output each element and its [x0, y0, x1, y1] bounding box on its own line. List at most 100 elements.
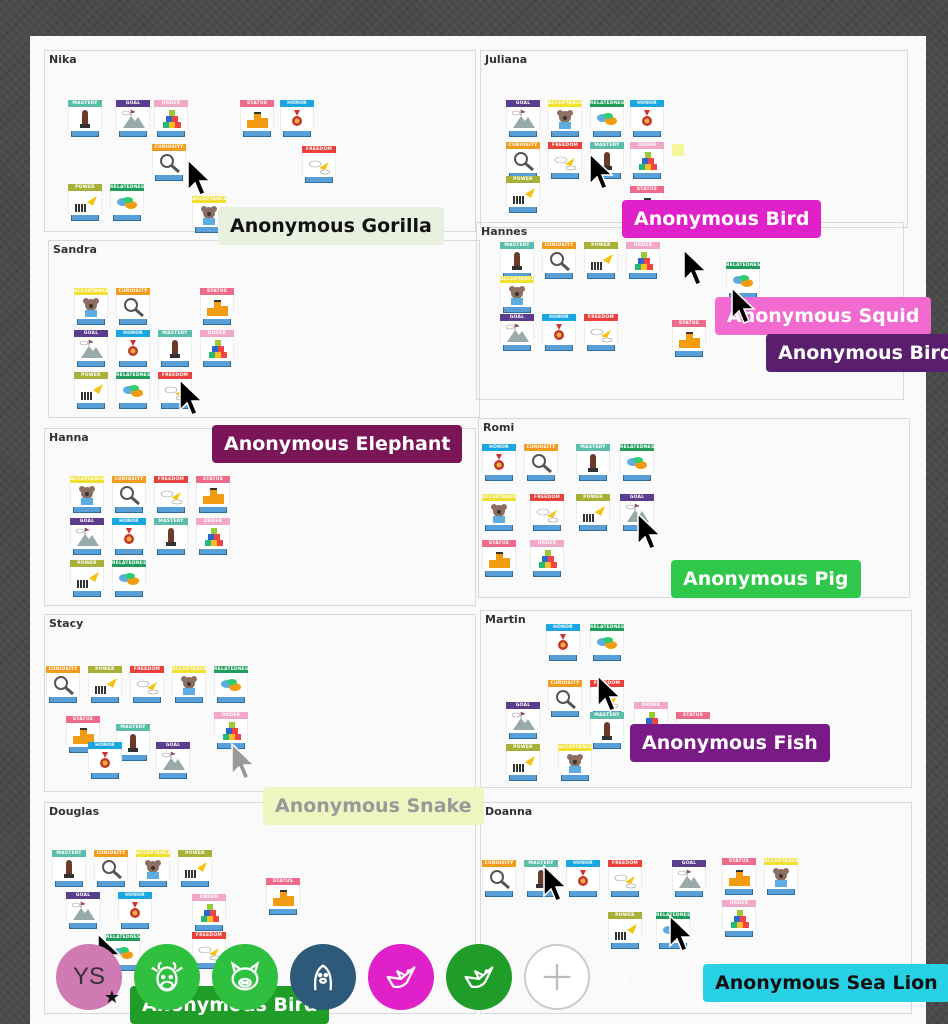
motivator-card-honor[interactable]: HONOR	[630, 100, 664, 138]
motivator-card-mastery[interactable]: MASTERY	[590, 712, 624, 750]
motivator-card-relatedness[interactable]: RELATEDNESS	[620, 444, 654, 482]
next-page-button[interactable]	[606, 958, 636, 998]
motivator-card-honor[interactable]: HONOR	[566, 860, 600, 898]
motivator-card-honor[interactable]: HONOR	[280, 100, 314, 138]
motivator-card-honor[interactable]: HONOR	[116, 330, 150, 368]
sticky-note[interactable]	[672, 144, 684, 156]
motivator-card-goal[interactable]: GOAL	[156, 742, 190, 780]
motivator-card-curiosity[interactable]: CURIOSITY	[482, 860, 516, 898]
motivator-card-freedom[interactable]: FREEDOM	[130, 666, 164, 704]
motivator-card-freedom[interactable]: FREEDOM	[548, 142, 582, 180]
motivator-card-curiosity[interactable]: CURIOSITY	[116, 288, 150, 326]
motivator-card-curiosity[interactable]: CURIOSITY	[94, 850, 128, 888]
motivator-card-mastery[interactable]: MASTERY	[52, 850, 86, 888]
motivator-card-freedom[interactable]: FREEDOM	[302, 146, 336, 184]
motivator-card-curiosity[interactable]: CURIOSITY	[46, 666, 80, 704]
motivator-card-mastery[interactable]: MASTERY	[68, 100, 102, 138]
motivator-card-honor[interactable]: HONOR	[112, 518, 146, 556]
motivator-card-acceptance[interactable]: ACCEPTANCE	[764, 858, 798, 896]
motivator-card-relatedness[interactable]: RELATEDNESS	[112, 560, 146, 598]
motivator-card-power[interactable]: POWER	[68, 184, 102, 222]
motivator-card-order[interactable]: ORDER	[630, 142, 664, 180]
motivator-card-curiosity[interactable]: CURIOSITY	[542, 242, 576, 280]
motivator-card-goal[interactable]: GOAL	[70, 518, 104, 556]
person-panel[interactable]: Stacy	[44, 614, 476, 792]
motivator-card-status[interactable]: STATUS	[672, 320, 706, 358]
motivator-card-mastery[interactable]: MASTERY	[154, 518, 188, 556]
add-collaborator-button[interactable]	[524, 944, 590, 1010]
motivator-card-relatedness[interactable]: RELATEDNESS	[590, 100, 624, 138]
motivator-card-power[interactable]: POWER	[88, 666, 122, 704]
avatar-cow-button[interactable]	[134, 944, 200, 1010]
motivator-card-acceptance[interactable]: ACCEPTANCE	[74, 288, 108, 326]
motivator-card-status[interactable]: STATUS	[266, 878, 300, 916]
motivator-card-goal[interactable]: GOAL	[500, 314, 534, 352]
motivator-card-order[interactable]: ORDER	[200, 330, 234, 368]
motivator-card-order[interactable]: ORDER	[192, 894, 226, 932]
motivator-card-power[interactable]: POWER	[608, 912, 642, 950]
motivator-card-freedom[interactable]: FREEDOM	[154, 476, 188, 514]
motivator-card-status[interactable]: STATUS	[722, 858, 756, 896]
motivator-card-mastery[interactable]: MASTERY	[576, 444, 610, 482]
motivator-card-order[interactable]: ORDER	[214, 712, 248, 750]
motivator-card-acceptance[interactable]: ACCEPTANCE	[172, 666, 206, 704]
motivator-card-relatedness[interactable]: RELATEDNESS	[214, 666, 248, 704]
motivator-card-honor[interactable]: HONOR	[118, 892, 152, 930]
avatar-pig-button[interactable]	[212, 944, 278, 1010]
motivator-card-status[interactable]: STATUS	[240, 100, 274, 138]
motivator-card-relatedness[interactable]: RELATEDNESS	[590, 624, 624, 662]
motivator-card-curiosity[interactable]: CURIOSITY	[152, 144, 186, 182]
motivator-card-curiosity[interactable]: CURIOSITY	[548, 680, 582, 718]
motivator-card-honor[interactable]: HONOR	[88, 742, 122, 780]
person-panel[interactable]: Nika	[44, 50, 476, 232]
person-panel[interactable]: Sandra	[48, 240, 480, 418]
motivator-card-power[interactable]: POWER	[506, 744, 540, 782]
motivator-card-relatedness[interactable]: RELATEDNESS	[116, 372, 150, 410]
motivator-card-goal[interactable]: GOAL	[74, 330, 108, 368]
motivator-card-goal[interactable]: GOAL	[116, 100, 150, 138]
motivator-card-power[interactable]: POWER	[74, 372, 108, 410]
motivator-card-curiosity[interactable]: CURIOSITY	[524, 444, 558, 482]
motivator-card-acceptance[interactable]: ACCEPTANCE	[558, 744, 592, 782]
motivator-card-mastery[interactable]: MASTERY	[500, 242, 534, 280]
motivator-card-status[interactable]: STATUS	[200, 288, 234, 326]
motivator-card-order[interactable]: ORDER	[626, 242, 660, 280]
motivator-card-order[interactable]: ORDER	[722, 900, 756, 938]
motivator-card-freedom[interactable]: FREEDOM	[584, 314, 618, 352]
motivator-card-freedom[interactable]: FREEDOM	[608, 860, 642, 898]
motivator-card-acceptance[interactable]: ACCEPTANCE	[500, 276, 534, 314]
motivator-card-acceptance[interactable]: ACCEPTANCE	[70, 476, 104, 514]
person-panel[interactable]: Martin	[480, 610, 912, 788]
user-avatar-button[interactable]: YS ★	[56, 944, 122, 1010]
avatar-bird-pink-button[interactable]	[368, 944, 434, 1010]
motivator-card-honor[interactable]: HONOR	[482, 444, 516, 482]
motivator-card-order[interactable]: ORDER	[154, 100, 188, 138]
motivator-card-acceptance[interactable]: ACCEPTANCE	[136, 850, 170, 888]
avatar-bird-green-button[interactable]	[446, 944, 512, 1010]
motivator-card-order[interactable]: ORDER	[196, 518, 230, 556]
motivator-card-curiosity[interactable]: CURIOSITY	[506, 142, 540, 180]
motivator-card-relatedness[interactable]: RELATEDNESS	[110, 184, 144, 222]
motivator-card-goal[interactable]: GOAL	[506, 100, 540, 138]
motivator-card-order[interactable]: ORDER	[530, 540, 564, 578]
motivator-card-honor[interactable]: HONOR	[542, 314, 576, 352]
motivator-card-freedom[interactable]: FREEDOM	[530, 494, 564, 532]
motivator-card-acceptance[interactable]: ACCEPTANCE	[548, 100, 582, 138]
motivator-card-status[interactable]: STATUS	[482, 540, 516, 578]
motivator-card-power[interactable]: POWER	[584, 242, 618, 280]
motivator-card-power[interactable]: POWER	[576, 494, 610, 532]
motivator-card-power[interactable]: POWER	[506, 176, 540, 214]
motivator-card-goal[interactable]: GOAL	[506, 702, 540, 740]
motivator-card-curiosity[interactable]: CURIOSITY	[112, 476, 146, 514]
avatar-seal-button[interactable]	[290, 944, 356, 1010]
motivator-card-power[interactable]: POWER	[70, 560, 104, 598]
motivator-card-power[interactable]: POWER	[178, 850, 212, 888]
motivator-card-acceptance[interactable]: ACCEPTANCE	[482, 494, 516, 532]
motivator-card-goal[interactable]: GOAL	[66, 892, 100, 930]
motivator-card-mastery[interactable]: MASTERY	[158, 330, 192, 368]
motivator-card-honor[interactable]: HONOR	[546, 624, 580, 662]
motivator-card-goal[interactable]: GOAL	[672, 860, 706, 898]
motivator-card-status[interactable]: STATUS	[196, 476, 230, 514]
person-panel[interactable]: Doanna	[480, 802, 912, 1014]
